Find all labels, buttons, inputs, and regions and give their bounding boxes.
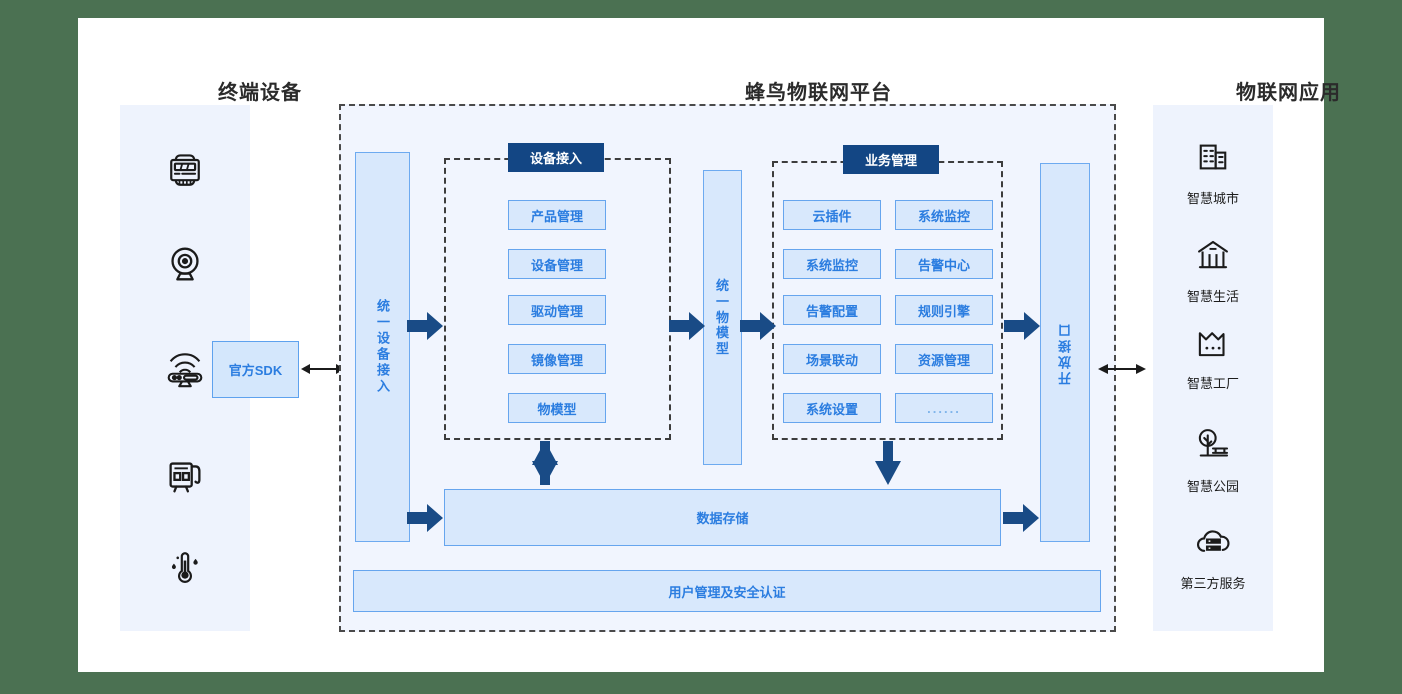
cloud-server-icon (1196, 530, 1230, 552)
business-item-system-settings[interactable]: 系统设置 (783, 393, 881, 423)
page-title-terminal-devices: 终端设备 (218, 82, 302, 104)
platform-applications-connector-arrow (1098, 362, 1146, 376)
business-item-scene-linkage[interactable]: 场景联动 (783, 344, 881, 374)
arrow-business-to-open-interface (1004, 311, 1040, 341)
model-char-1: 一 (715, 293, 729, 309)
business-item-alarm-center[interactable]: 告警中心 (895, 249, 993, 279)
smart-meter-icon (120, 135, 250, 207)
business-item-system-monitor-b[interactable]: 系统监控 (895, 200, 993, 230)
page-title-applications: 物联网应用 (1236, 82, 1341, 104)
business-item-cloud-plugin[interactable]: 云插件 (783, 200, 881, 230)
application-label: 智慧工厂 (1186, 376, 1239, 391)
application-item-third-party-service[interactable]: 第三方服务 (1153, 515, 1273, 592)
arrow-business-group-storage-bidirectional (874, 441, 902, 485)
application-item-smart-park[interactable]: 智慧公园 (1153, 418, 1273, 495)
business-item-system-monitor-a[interactable]: 系统监控 (783, 249, 881, 279)
user-management-security-bar[interactable]: 用户管理及安全认证 (353, 570, 1101, 612)
unified-device-access-label: 统一设备接入 (375, 299, 390, 395)
business-item-rule-engine[interactable]: 规则引擎 (895, 295, 993, 325)
model-char-2: 物 (715, 309, 729, 325)
open-interface-label: 开放接口 (1057, 320, 1073, 385)
park-tree-icon (1198, 429, 1229, 457)
factory-icon (1198, 332, 1225, 357)
house-icon (1192, 228, 1234, 282)
model-char-0: 统 (715, 277, 729, 293)
arrow-access-to-device-group (407, 311, 443, 341)
application-label: 智慧公园 (1186, 479, 1239, 494)
open-interface-bar[interactable]: 开放接口 (1040, 163, 1090, 542)
business-item-more[interactable]: ...... (895, 393, 993, 423)
unified-device-access-bar[interactable]: 统一设备接入 (355, 152, 410, 542)
business-management-header: 业务管理 (843, 145, 939, 174)
official-sdk-box[interactable]: 官方SDK (212, 341, 299, 398)
business-item-alarm-config[interactable]: 告警配置 (783, 295, 881, 325)
camera-icon (120, 228, 250, 300)
arrow-access-to-storage (407, 503, 443, 533)
device-access-item-product[interactable]: 产品管理 (508, 200, 606, 230)
device-access-item-device[interactable]: 设备管理 (508, 249, 606, 279)
business-item-resource-management[interactable]: 资源管理 (895, 344, 993, 374)
page-title-platform: 蜂鸟物联网平台 (745, 82, 892, 104)
device-access-item-image[interactable]: 镜像管理 (508, 344, 606, 374)
temperature-humidity-sensor-icon (120, 530, 250, 602)
buildings-icon (1192, 130, 1234, 184)
application-label: 智慧城市 (1186, 191, 1239, 206)
model-char-3: 模 (715, 325, 729, 341)
arrow-device-group-to-model (669, 311, 705, 341)
arrow-device-group-storage-bidirectional (531, 441, 559, 485)
unified-thing-model-label: 统 一 物 模 型 (716, 278, 729, 357)
industrial-controller-icon (120, 440, 250, 512)
unified-thing-model-bar[interactable]: 统 一 物 模 型 (703, 170, 742, 465)
official-sdk-label: 官方SDK (228, 363, 283, 378)
application-item-smart-city[interactable]: 智慧城市 (1153, 130, 1273, 207)
data-storage-bar[interactable]: 数据存储 (444, 489, 1001, 546)
device-access-header: 设备接入 (508, 143, 604, 172)
model-char-4: 型 (715, 341, 729, 357)
arrow-model-to-business (740, 311, 776, 341)
application-item-smart-life[interactable]: 智慧生活 (1153, 228, 1273, 305)
device-access-item-thing-model[interactable]: 物模型 (508, 393, 606, 423)
device-access-item-driver[interactable]: 驱动管理 (508, 295, 606, 325)
arrow-storage-to-open-interface (1003, 503, 1039, 533)
application-label: 智慧生活 (1186, 289, 1239, 304)
router-icon (120, 332, 250, 404)
application-item-smart-factory[interactable]: 智慧工厂 (1153, 315, 1273, 392)
application-label: 第三方服务 (1180, 576, 1246, 591)
